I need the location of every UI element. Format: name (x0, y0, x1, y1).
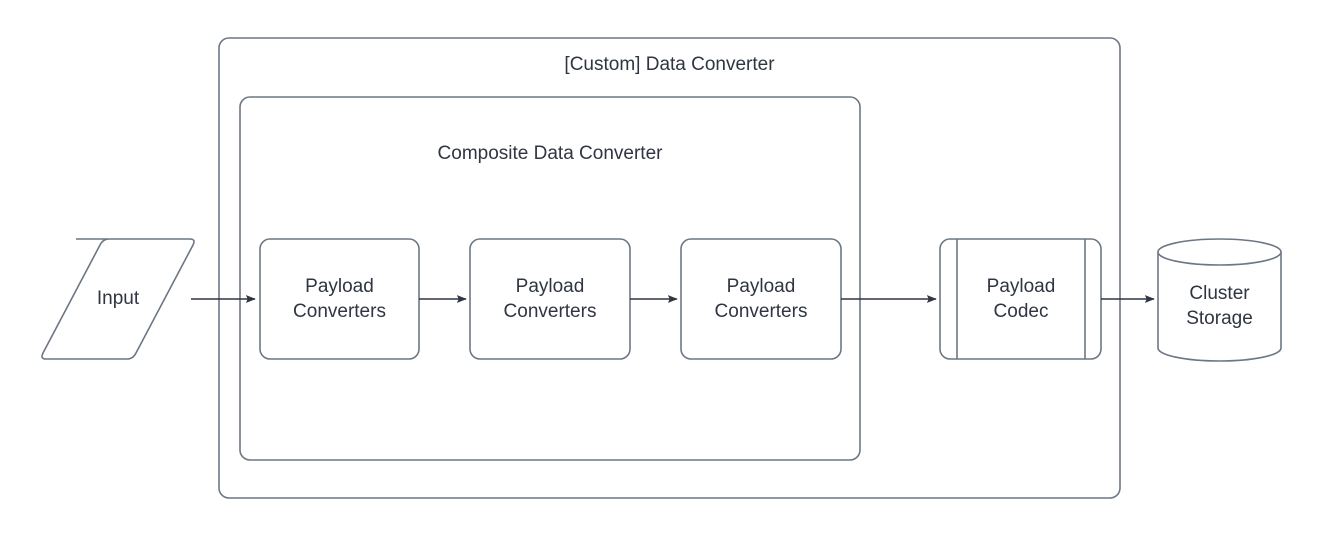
node-input-label: Input (96, 288, 140, 310)
node-payload-converters-2-label: Payload Converters (503, 275, 597, 322)
node-payload-converters-3-label: Payload Converters (714, 275, 808, 322)
node-payload-converters-3[interactable]: Payload Converters (681, 239, 841, 359)
node-cluster-storage-label: Cluster Storage (1186, 282, 1253, 329)
node-payload-codec[interactable]: Payload Codec (957, 239, 1085, 359)
node-payload-converters-2[interactable]: Payload Converters (470, 239, 630, 359)
node-input-outline (41, 238, 195, 360)
node-cluster-storage-top-ellipse (1157, 238, 1282, 266)
node-input[interactable]: Input (40, 239, 196, 359)
node-cluster-storage-body[interactable] (1158, 252, 1281, 361)
node-input-shape[interactable] (42, 239, 194, 359)
node-payload-converters-1[interactable]: Payload Converters (260, 239, 419, 359)
node-payload-converters-1-label: Payload Converters (293, 275, 386, 322)
node-cluster-storage-body-outline (1157, 252, 1282, 362)
node-payload-codec-label: Payload Codec (986, 275, 1056, 322)
node-cluster-storage[interactable]: Cluster Storage (1158, 252, 1281, 360)
